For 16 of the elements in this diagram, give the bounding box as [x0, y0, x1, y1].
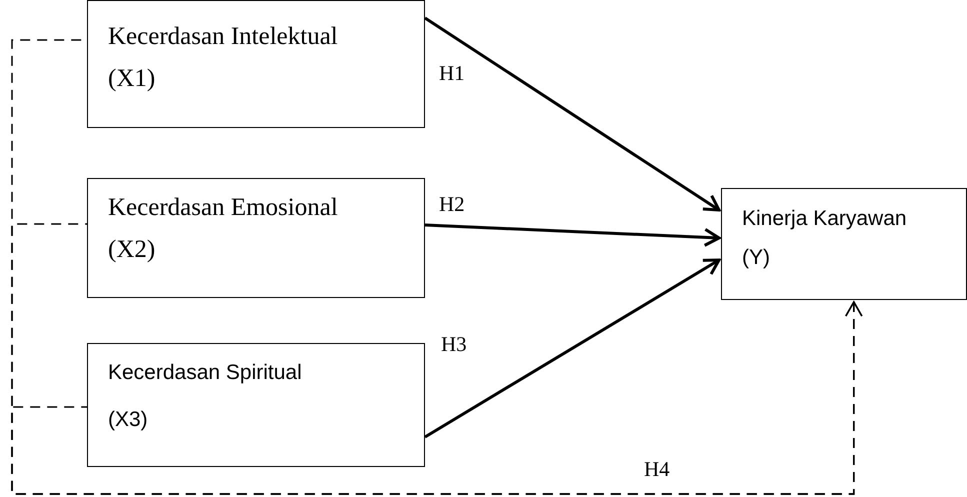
variable-code: (Y) [742, 246, 770, 270]
variable-name: Kecerdasan Emosional [108, 194, 338, 222]
variable-name: Kinerja Karyawan [742, 207, 907, 231]
variable-box [87, 343, 425, 467]
variable-box [87, 0, 425, 128]
variable-code: (X3) [108, 408, 148, 432]
variable-box [721, 188, 967, 300]
arrow [424, 224, 720, 247]
variable-code: (X1) [108, 65, 156, 93]
variable-name: Kecerdasan Intelektual [108, 23, 338, 51]
variable-box [87, 178, 425, 298]
dashed-arrow [11, 301, 863, 495]
arrow [424, 16, 720, 212]
variable-name: Kecerdasan Spiritual [108, 361, 302, 385]
variable-code: (X2) [108, 236, 156, 264]
arrow [424, 258, 720, 438]
